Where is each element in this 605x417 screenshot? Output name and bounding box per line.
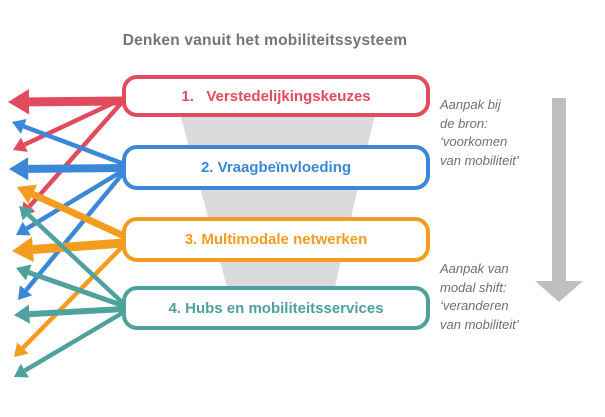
arrow-red-shaft: [23, 95, 125, 147]
arrow-blue-shaft: [24, 170, 126, 292]
arrow-red-head-icon: [8, 89, 30, 115]
diagram-title: Denken vanuit het mobiliteitssysteem: [122, 32, 408, 49]
box-multimodale-netwerken-label: 3. Multimodale netwerken: [184, 231, 368, 248]
box-verstedelijkingskeuzes: 1. Verstedelijkingskeuzes: [122, 75, 430, 117]
down-arrow-head-icon: [535, 281, 583, 302]
annotation-aanpak-bij-de-bron: Aanpak bij de bron: ‘voorkomen van mobil…: [440, 97, 519, 168]
arrow-orange-shaft: [31, 191, 126, 240]
down-arrow-shaft: [552, 98, 566, 281]
box-hubs-en-mobiliteitsservices-label: 4. Hubs en mobiliteitsservices: [168, 299, 384, 317]
arrow-orange-head-icon: [14, 342, 29, 357]
arrow-orange-shaft: [21, 243, 126, 350]
box-multimodale-netwerken: 3. Multimodale netwerken: [122, 217, 430, 262]
arrow-orange-shaft: [32, 238, 125, 254]
arrow-teal-shaft: [29, 306, 125, 318]
arrow-teal-head-icon: [16, 264, 32, 281]
arrow-orange-head-icon: [12, 236, 34, 263]
box-vraagbeinvloeding-label: 2. Vraagbeïnvloeding: [200, 159, 352, 176]
arrow-orange-head-icon: [17, 184, 38, 204]
arrow-teal-head-icon: [19, 206, 34, 221]
funnel-shape: [179, 110, 376, 291]
box-verstedelijkingskeuzes-label: 1. Verstedelijkingskeuzes: [181, 87, 371, 105]
arrow-red-shaft: [28, 96, 125, 107]
arrow-blue-head-icon: [18, 285, 33, 300]
arrow-blue-head-icon: [9, 157, 29, 181]
arrow-blue-head-icon: [12, 118, 27, 134]
arrow-blue-shaft: [22, 124, 125, 167]
arrow-teal-shaft: [23, 310, 126, 373]
arrow-blue-shaft: [25, 168, 126, 231]
arrow-teal-head-icon: [14, 304, 30, 324]
arrow-teal-shaft: [26, 212, 126, 306]
arrow-teal-shaft: [27, 270, 125, 309]
arrow-red-head-icon: [13, 137, 28, 152]
arrow-blue-head-icon: [16, 221, 31, 236]
arrow-blue-shaft: [28, 164, 125, 173]
arrow-teal-head-icon: [14, 363, 29, 378]
box-vraagbeinvloeding: 2. Vraagbeïnvloeding: [122, 145, 430, 190]
box-hubs-en-mobiliteitsservices: 4. Hubs en mobiliteitsservices: [122, 286, 430, 330]
annotation-aanpak-modal-shift: Aanpak van modal shift: ‘veranderen van …: [440, 261, 519, 332]
arrow-red-shaft: [27, 98, 126, 209]
